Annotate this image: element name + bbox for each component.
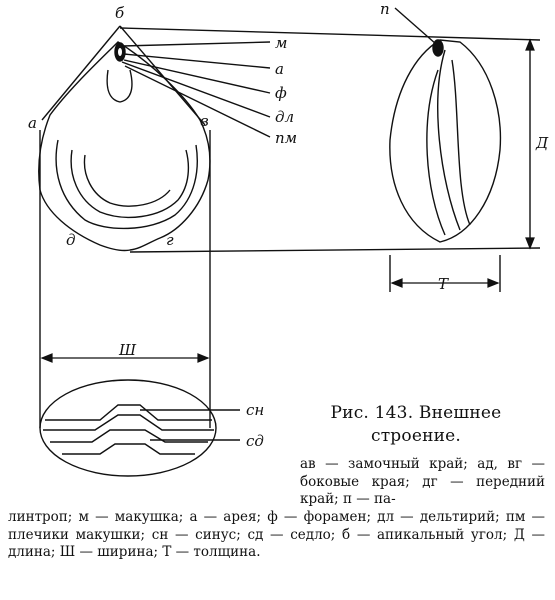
caption-title-line1: Рис. 143. Внешнее (330, 403, 502, 423)
shell-front-outline (38, 41, 211, 252)
label-a-left: а (28, 114, 37, 132)
label-D: Д (535, 134, 549, 152)
shell-cross-section (39, 379, 217, 477)
legend-full-width: линтроп; м — макушка; а — арея; ф — фора… (8, 509, 545, 560)
shell-side-outline (389, 39, 502, 243)
label-m: м (275, 34, 287, 52)
label-Sh: Ш (118, 341, 137, 359)
label-f: ф (275, 84, 287, 102)
label-a-top: а (275, 60, 284, 78)
label-dl: дл (275, 108, 294, 126)
figure-caption-title: Рис. 143. Внешнее строение. (286, 402, 546, 448)
caption-title-line2: строение. (370, 426, 462, 446)
label-p: п (380, 0, 390, 18)
label-pm: пм (275, 129, 297, 147)
label-sd: сд (246, 432, 264, 450)
label-g: г (166, 231, 174, 249)
label-sn: сн (246, 401, 264, 419)
legend-right-column: ав — замочный край; ад, вг — боковые кра… (300, 456, 545, 507)
label-v: в (200, 112, 209, 130)
label-T: Т (438, 275, 449, 293)
label-b: б (115, 4, 125, 22)
label-d: д (66, 231, 76, 249)
